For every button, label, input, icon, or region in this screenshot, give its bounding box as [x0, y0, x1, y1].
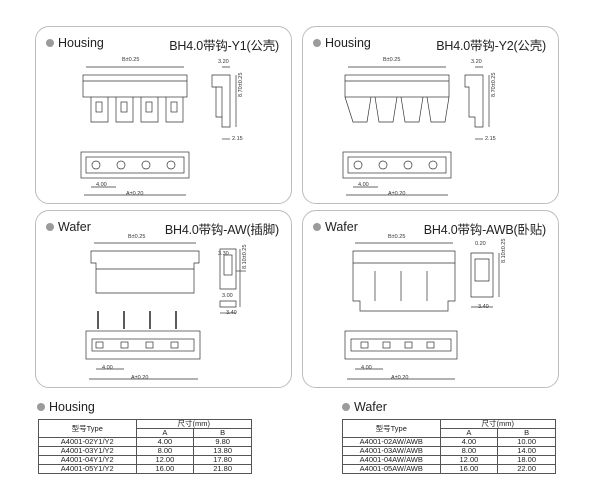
dim-a: A±0.20 [391, 375, 409, 381]
panel-title: Wafer [313, 220, 358, 234]
dim-w: 3.20 [218, 59, 229, 65]
wafer-table-heading: Wafer [342, 400, 387, 414]
dim-a: A±0.20 [126, 191, 144, 197]
dim-t: 3.40 [478, 304, 489, 310]
panel-title: Housing [46, 36, 104, 50]
panel-model: BH4.0带钩-Y2(公壳) [436, 39, 546, 53]
dim-h: 8.70±0.25 [491, 72, 497, 97]
panel-title: Wafer [46, 220, 91, 234]
dim-t: 3.40 [226, 310, 237, 316]
dim-w: 0.20 [475, 241, 486, 247]
bullet-icon [46, 39, 54, 47]
dim-a: A±0.20 [388, 191, 406, 197]
dim-b: B±0.25 [383, 57, 401, 63]
header-type: 型号Type [342, 419, 441, 438]
bullet-icon [313, 223, 321, 231]
header-type: 型号Type [38, 419, 137, 438]
dim-h: 8.70±0.25 [238, 72, 244, 97]
dim-pitch: 4.00 [358, 182, 369, 188]
header-size: 尺寸(mm) [135, 419, 253, 429]
dim-b: B±0.25 [122, 57, 140, 63]
bullet-icon [313, 39, 321, 47]
housing-y2-drawing [342, 66, 490, 196]
panel-model: BH4.0带钩-Y1(公壳) [169, 39, 279, 53]
panel-model: BH4.0带钩-AW(插脚) [164, 223, 279, 237]
bullet-icon [46, 223, 54, 231]
bullet-icon [342, 403, 350, 411]
dim-t: 2.15 [485, 136, 496, 142]
dim-p: 3.00 [222, 293, 233, 299]
header-size: 尺寸(mm) [439, 419, 557, 429]
dim-h: 8.10±0.25 [242, 244, 248, 269]
housing-y1-drawing [80, 66, 237, 196]
dim-b: B±0.25 [128, 234, 146, 240]
housing-y2-panel: Housing BH4.0带钩-Y2(公壳) B±0.25 3.20 8.70±… [302, 26, 559, 204]
panel-model: BH4.0带钩-AWB(卧贴) [423, 223, 546, 237]
dim-pitch: 4.00 [102, 365, 113, 371]
wafer-awb-panel: Wafer BH4.0带钩-AWB(卧贴) B±0.25 0.20 8.10±0… [302, 210, 559, 388]
housing-table-heading: Housing [37, 400, 95, 414]
dim-t: 2.15 [232, 136, 243, 142]
dim-pitch: 4.00 [361, 365, 372, 371]
dim-h: 8.10±0.25 [501, 238, 507, 263]
dim-w: 3.30 [218, 251, 229, 257]
wafer-awb-drawing [344, 242, 500, 380]
bullet-icon [37, 403, 45, 411]
housing-y1-panel: Housing BH4.0带钩-Y1(公壳) B±0.25 3.20 8.70±… [35, 26, 292, 204]
wafer-aw-drawing [85, 242, 246, 380]
dim-w: 3.20 [471, 59, 482, 65]
panel-title: Housing [313, 36, 371, 50]
dim-a: A±0.20 [131, 375, 149, 381]
dim-pitch: 4.00 [96, 182, 107, 188]
dim-b: B±0.25 [388, 234, 406, 240]
wafer-aw-panel: Wafer BH4.0带钩-AW(插脚) B±0.25 3.30 8.10±0.… [35, 210, 292, 388]
